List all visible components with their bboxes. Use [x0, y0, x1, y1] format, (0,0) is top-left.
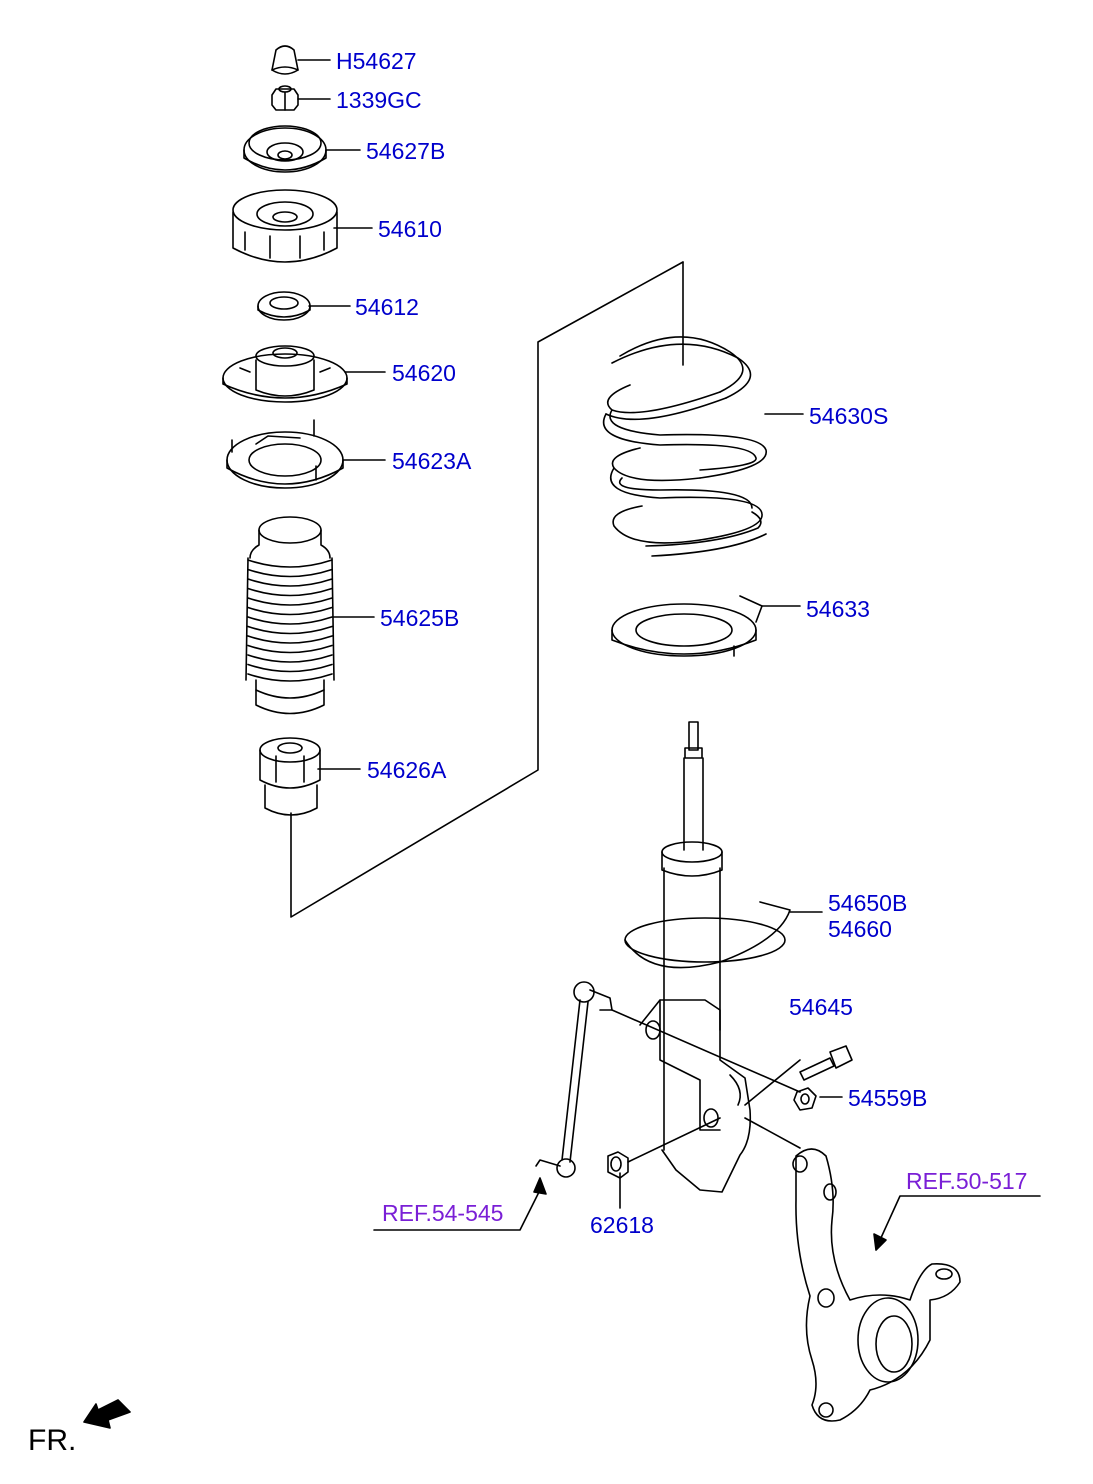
seat-54623a — [226, 419, 344, 489]
washer-54612 — [257, 291, 311, 321]
label-54620: 54620 — [392, 360, 456, 386]
label-54623a: 54623A — [392, 448, 472, 474]
ref-arrows — [373, 1177, 1041, 1251]
washer-54627b — [243, 125, 327, 173]
boot-rib — [247, 635, 333, 644]
label-h54627: H54627 — [336, 48, 417, 74]
stabilizer-link — [535, 981, 613, 1178]
cap-h54627 — [271, 45, 299, 75]
boot-rib — [247, 606, 333, 616]
boot-rib — [247, 578, 333, 587]
label-1339gc: 1339GC — [336, 87, 422, 113]
label-54660: 54660 — [828, 916, 892, 942]
label-54633: 54633 — [806, 596, 870, 622]
boot-rib — [247, 654, 333, 663]
lower-seat-54633 — [611, 595, 763, 657]
boot-rib — [247, 559, 333, 568]
label-54627b: 54627B — [366, 138, 446, 164]
bumper-54626a — [259, 737, 321, 816]
mount-plate-54620 — [222, 345, 348, 403]
assembly-lines — [611, 1009, 801, 1163]
strut-assembly — [624, 721, 791, 1193]
front-arrow-icon — [83, 1399, 131, 1429]
insulator-54610 — [232, 189, 338, 263]
boot-rib — [247, 625, 333, 635]
steering-knuckle — [792, 1148, 961, 1422]
nut-54559b — [793, 1087, 817, 1111]
label-54650b: 54650B — [828, 890, 908, 916]
dust-boot-54625b — [245, 516, 335, 715]
label-62618: 62618 — [590, 1212, 654, 1238]
boot-rib — [247, 568, 333, 578]
label-54559b: 54559B — [848, 1085, 928, 1111]
bolt-54645 — [799, 1045, 853, 1081]
boot-side — [245, 557, 335, 681]
label-54645: 54645 — [789, 994, 853, 1020]
coil-spring-54630s — [602, 336, 767, 557]
boot-rib — [247, 663, 333, 673]
boot-rib — [247, 644, 333, 654]
ref-link-54-545[interactable]: REF.54-545 — [382, 1200, 504, 1226]
label-54612: 54612 — [355, 294, 419, 320]
boot-rib — [247, 616, 333, 625]
boot-rib — [247, 673, 333, 682]
label-54610: 54610 — [378, 216, 442, 242]
ref-link-50-517[interactable]: REF.50-517 — [906, 1168, 1028, 1194]
boot-rib — [247, 587, 333, 597]
boot-rib — [247, 597, 333, 606]
label-54626a: 54626A — [367, 757, 447, 783]
nut-62618 — [607, 1151, 629, 1179]
label-54625b: 54625B — [380, 605, 460, 631]
front-direction-label: FR. — [28, 1424, 77, 1457]
label-54630s: 54630S — [809, 403, 889, 429]
leader-lines — [290, 59, 843, 1209]
nut-1339gc — [271, 85, 299, 111]
